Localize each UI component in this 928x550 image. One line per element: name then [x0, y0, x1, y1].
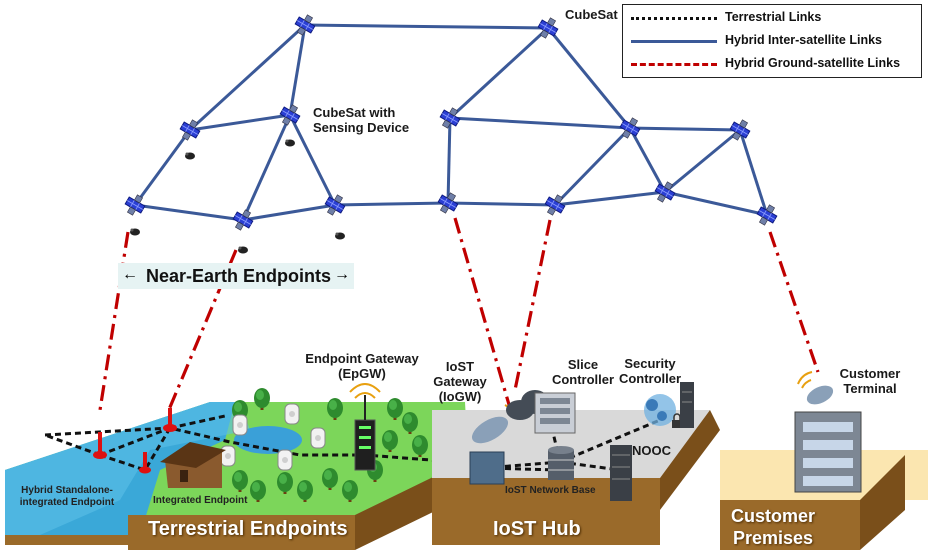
customer-terminal-label: Customer Terminal	[839, 366, 901, 396]
building-icon	[794, 371, 862, 493]
database-icon	[548, 446, 574, 480]
customer-premises-platform	[720, 450, 928, 550]
buoy-icon	[93, 432, 107, 459]
legend-inter-satellite-label: Hybrid Inter-satellite Links	[725, 33, 882, 47]
legend-ground-satellite: Hybrid Ground-satellite Links	[629, 54, 917, 74]
customer-premises-title: Customer Premises	[730, 506, 815, 548]
terrestrial-links-left	[44, 414, 471, 472]
satellite-icon	[121, 191, 149, 219]
inter-satellite-links	[133, 23, 769, 222]
sensor-node-icon	[232, 414, 248, 436]
satellite-icon	[321, 191, 349, 219]
gear-icon	[644, 394, 676, 426]
ground-satellite-links	[98, 217, 820, 416]
sensor-icon	[130, 228, 140, 236]
terrestrial-endpoints-title: Terrestrial Endpoints	[148, 518, 348, 540]
right-arrow-icon: →	[334, 266, 350, 283]
legend-inter-satellite: Hybrid Inter-satellite Links	[629, 31, 917, 51]
security-server-icon	[680, 382, 694, 428]
security-controller-label: Security Controller	[618, 356, 682, 386]
sensor-devices	[130, 139, 345, 254]
endpoint-gateway-label: Endpoint Gateway (EpGW)	[305, 351, 419, 381]
buoys	[93, 408, 177, 474]
legend-terrestrial-label: Terrestrial Links	[725, 10, 822, 24]
slice-controller-label: Slice Controller	[551, 357, 615, 387]
iost-network-base-label: IoST Network Base	[505, 485, 596, 496]
buoy-icon	[163, 408, 177, 432]
cubesat-label: CubeSat	[565, 7, 618, 22]
satellite-icon	[229, 206, 257, 234]
buoy-icon	[139, 452, 151, 474]
hybrid-standalone-label: Hybrid Standalone- integrated Endpoint	[19, 485, 115, 508]
legend-terrestrial-swatch	[631, 17, 717, 20]
iost-gateway-label: IoST Gateway (IoGW)	[433, 359, 487, 404]
sensor-icon	[335, 232, 345, 240]
nooc-label: NOOC	[632, 443, 671, 458]
legend-ground-satellite-label: Hybrid Ground-satellite Links	[725, 56, 901, 70]
terrestrial-platform	[5, 402, 468, 550]
sensor-node-icon	[220, 445, 236, 467]
sensor-icon	[185, 152, 195, 160]
sensor-node-icon	[284, 403, 300, 425]
satellite-icon	[276, 101, 304, 129]
sensor-icon	[285, 139, 295, 147]
left-arrow-icon: ←	[122, 266, 138, 283]
nooc-server-icon	[610, 445, 632, 501]
endpoint-gateway-icon	[349, 383, 381, 471]
legend-terrestrial: Terrestrial Links	[629, 8, 917, 28]
sensor-node-icon	[310, 427, 326, 449]
iost-hub-title: IoST Hub	[493, 518, 581, 540]
legend-inter-satellite-swatch	[631, 40, 717, 43]
near-earth-endpoints-label: Near-Earth Endpoints	[146, 266, 332, 286]
sensor-icon	[238, 246, 248, 254]
legend-ground-satellite-swatch	[631, 63, 717, 66]
slice-controller-server-icon	[534, 392, 576, 434]
cubesat-sensing-label: CubeSat with Sensing Device	[313, 105, 410, 135]
near-earth-endpoints-banner: ← Near-Earth Endpoints →	[118, 263, 354, 289]
sensor-node-icon	[277, 449, 293, 471]
legend: Terrestrial Links Hybrid Inter-satellite…	[622, 4, 922, 78]
integrated-endpoint-label: Integrated Endpoint	[153, 495, 248, 506]
satellite-icon	[753, 201, 781, 229]
house-icon	[160, 442, 226, 488]
